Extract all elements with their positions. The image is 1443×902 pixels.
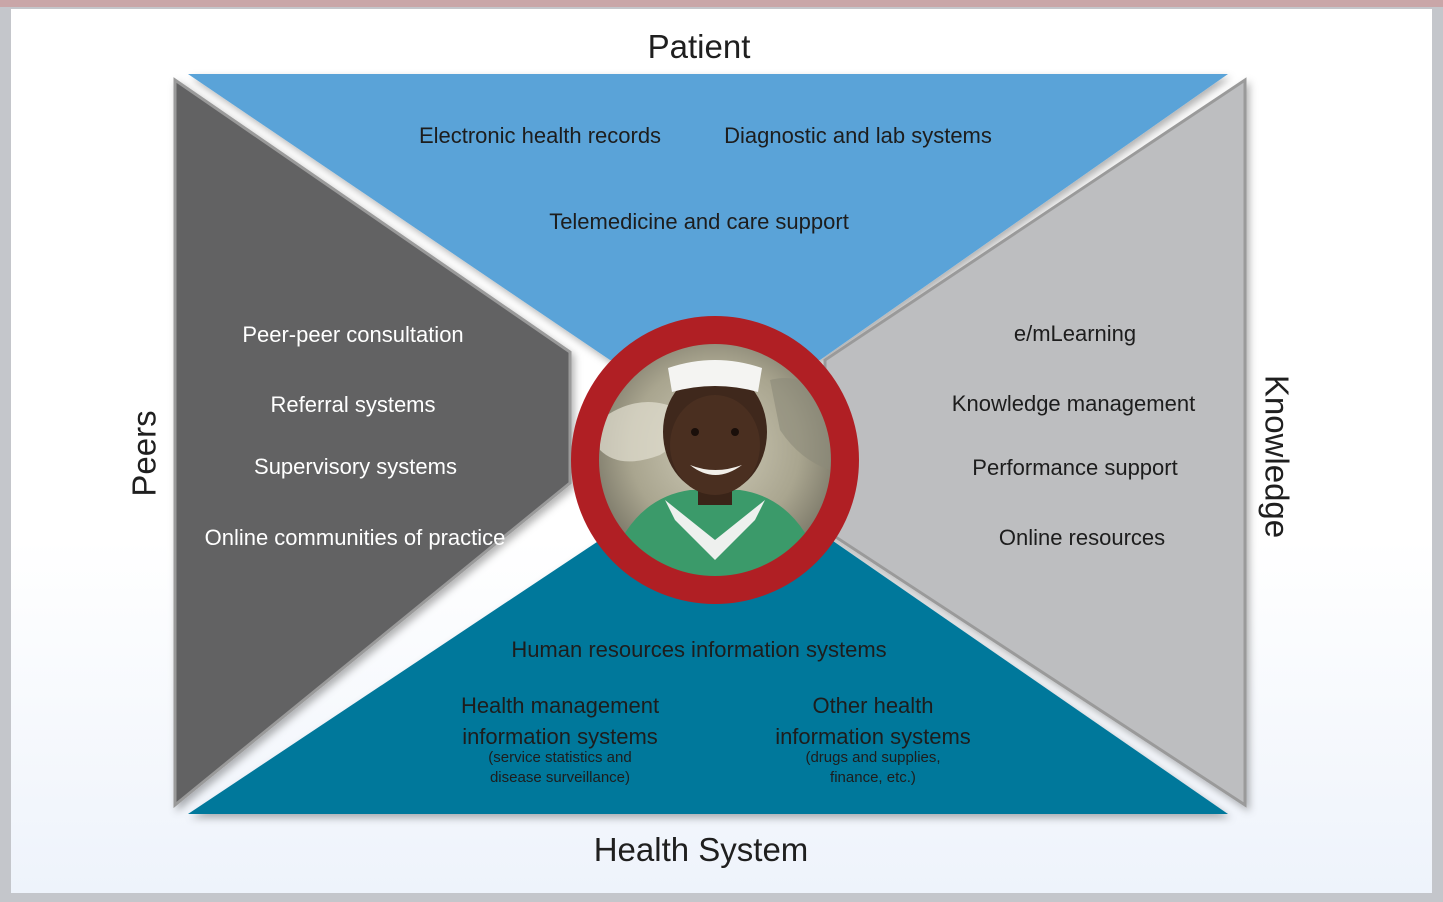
- other-sub1: (drugs and supplies,: [805, 749, 941, 766]
- health-system-quadrant: [188, 532, 1228, 814]
- patient-item: Telemedicine and care support: [549, 209, 849, 234]
- other-sub2: finance, etc.): [830, 769, 916, 786]
- peers-item: Peer-peer consultation: [242, 322, 464, 347]
- hmis-line2: information systems: [462, 724, 658, 749]
- patient-item: Electronic health records: [418, 123, 662, 148]
- peers-item: Supervisory systems: [254, 454, 457, 479]
- hmis-sub2: disease surveillance): [489, 769, 631, 786]
- peers-item: Online communities of practice: [204, 525, 506, 550]
- knowledge-item: Knowledge management: [951, 391, 1196, 416]
- peers-quadrant: [173, 77, 572, 809]
- other-line2: information systems: [775, 724, 971, 749]
- health-system-item: Human resources information systems: [511, 637, 887, 662]
- portrait-ring: [571, 316, 859, 604]
- hmis-line1: Health management: [460, 693, 660, 718]
- patient-title: Patient: [647, 28, 751, 65]
- knowledge-item: Online resources: [998, 525, 1166, 550]
- patient-item: Diagnostic and lab systems: [724, 123, 992, 148]
- health-system-title: Health System: [593, 831, 809, 868]
- knowledge-title: Knowledge: [1258, 374, 1296, 539]
- other-line1: Other health: [812, 693, 934, 718]
- patient-quadrant: [188, 74, 1228, 360]
- knowledge-item: Performance support: [972, 455, 1178, 480]
- hmis-sub1: (service statistics and: [488, 749, 632, 766]
- peers-item: Referral systems: [270, 392, 436, 417]
- peers-title: Peers: [125, 410, 163, 497]
- top-border: [0, 0, 1443, 7]
- knowledge-item: e/mLearning: [1013, 321, 1137, 346]
